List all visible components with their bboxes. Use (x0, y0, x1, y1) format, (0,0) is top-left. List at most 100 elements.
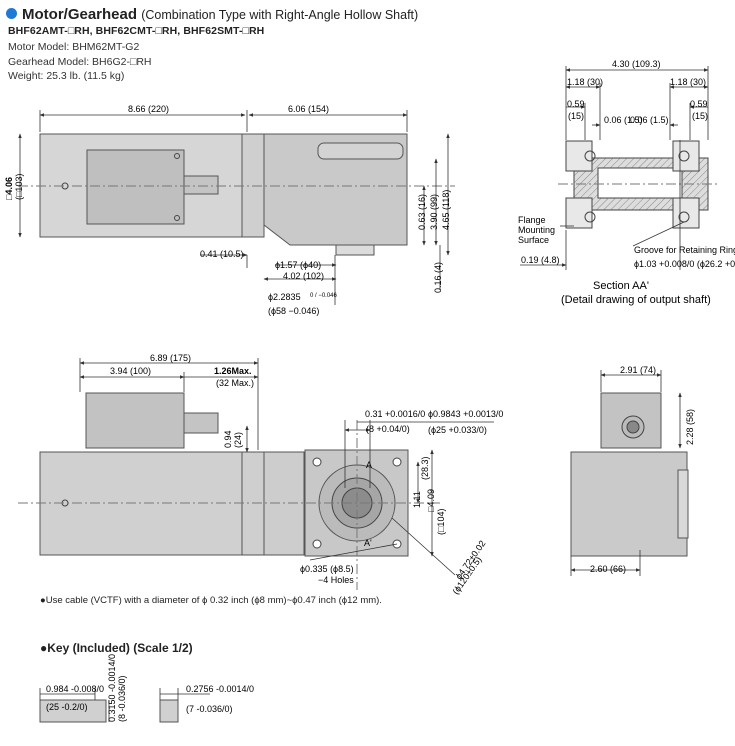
dim-390: 3.90 (99) (429, 194, 439, 230)
dim-03150-mm: (8 -0.036/0) (117, 675, 127, 722)
dim-157: ϕ1.57 (ϕ40) (275, 260, 321, 270)
terminal-box (86, 149, 185, 225)
motor-model: Motor Model: BHM62MT-G2 (8, 41, 140, 53)
mounting-hole-icon (312, 539, 322, 549)
dim-406-mm: (□103) (14, 174, 24, 200)
section-caption: Section AA' (593, 280, 649, 292)
dim-0984: 0.984 -0.008/0 (46, 684, 104, 694)
dim-059-right-mm: (15) (692, 111, 708, 121)
dim-006-right: 0.06 (1.5) (630, 115, 669, 125)
dim-041: 0.41 (10.5) (200, 249, 244, 259)
side-view (570, 392, 689, 557)
front-dimensions (79, 358, 494, 576)
dim-02756-mm: (7 -0.036/0) (186, 704, 233, 714)
gearhead-side (570, 451, 688, 557)
bearing-right-top (672, 140, 700, 172)
front-view (39, 392, 409, 557)
screw-icon (174, 215, 180, 221)
dim-059-left-mm: (15) (568, 111, 584, 121)
ball-icon (584, 211, 596, 223)
dim-409-mm: (□104) (436, 509, 446, 535)
mounting-hole-icon (392, 457, 402, 467)
flange-label: Flange (518, 215, 546, 225)
key-drawing (39, 699, 179, 723)
dim-406: □4.06 (4, 177, 14, 200)
dim-103: ϕ1.03 +0.008/0 (ϕ26.2 +0.21/0) (634, 259, 735, 269)
dim-031-mm: (8 +0.04/0) (366, 424, 410, 434)
dim-063: 0.63 (16) (417, 194, 427, 230)
dim-059-right: 0.59 (690, 99, 708, 109)
label-a-prime: A' (364, 538, 372, 548)
section-view (565, 140, 709, 229)
groove-label: Groove for Retaining Ring (634, 245, 735, 255)
dim-260: 2.60 (66) (590, 564, 626, 574)
terminal-box (85, 392, 185, 449)
dim-094: 0.94 (223, 430, 233, 448)
dim-430: 4.30 (109.3) (612, 59, 661, 69)
dim-689: 6.89 (175) (150, 353, 191, 363)
dim-291: 2.91 (74) (620, 365, 656, 375)
dim-465: 4.65 (118) (441, 190, 451, 230)
shaft-bore (597, 167, 683, 199)
dim-228: 2.28 (58) (685, 409, 695, 445)
gearhead-model: Gearhead Model: BH6G2-□RH (8, 56, 152, 68)
flange-label: Surface (518, 235, 549, 245)
dim-394: 3.94 (100) (110, 366, 151, 376)
dim-holes: −4 Holes (318, 575, 354, 585)
dim-059-left: 0.59 (567, 99, 585, 109)
dim-409: □4.09 (426, 489, 436, 512)
bearing-left-top (565, 140, 593, 172)
dim-shaft: ϕ2.2835 (268, 292, 301, 302)
dim-111: 1.11 (412, 491, 422, 508)
dim-03150: 0.3150 -0.0014/0 (107, 654, 117, 722)
side-dimensions (570, 370, 682, 576)
dim-02756: 0.2756 -0.0014/0 (186, 684, 254, 694)
screw-icon (174, 153, 180, 159)
section-caption: (Detail drawing of output shaft) (561, 294, 711, 306)
ball-icon (584, 150, 596, 162)
dim-094-mm: (24) (233, 432, 243, 448)
gland-icon (626, 420, 640, 434)
gearhead-top (317, 142, 404, 160)
section-dimensions (520, 66, 709, 270)
dim-shaft-mm: (ϕ58 −0.046) (268, 306, 319, 316)
key-dimensions (39, 688, 210, 722)
page-title: Motor/Gearhead (Combination Type with Ri… (6, 6, 418, 23)
cable-gland (183, 412, 219, 434)
dim-09843-mm: (ϕ25 +0.033/0) (428, 425, 487, 435)
model-numbers: BHF62AMT-□RH, BHF62CMT-□RH, BHF62SMT-□RH (8, 25, 265, 37)
dim-0335: ϕ0.335 (ϕ8.5) (300, 564, 354, 574)
key-title: ●Key (Included) (Scale 1/2) (40, 641, 193, 655)
key-side (39, 699, 107, 723)
dim-118-left: 1.18 (30) (567, 77, 603, 87)
dim-0984-mm: (25 -0.2/0) (46, 702, 88, 712)
dim-126-mm: (32 Max.) (216, 378, 254, 388)
gearhead-body (263, 133, 408, 246)
weight: Weight: 25.3 lb. (11.5 kg) (8, 70, 125, 82)
dim-118-right: 1.18 (30) (670, 77, 706, 87)
title-text: Motor/Gearhead (22, 6, 138, 23)
mounting-hole-icon (312, 457, 322, 467)
dim-111-mm: (28.3) (420, 456, 430, 480)
dim-031: 0.31 +0.0016/0 (365, 409, 425, 419)
dim-016: 0.16 (4) (433, 262, 443, 293)
dim-006-left: 0.06 (1.5) (604, 115, 643, 125)
dim-09843: ϕ0.9843 +0.0013/0 (428, 409, 503, 419)
cable-note: ●Use cable (VCTF) with a diameter of ϕ 0… (40, 595, 382, 606)
bearing-right-bottom (672, 197, 700, 229)
label-a: A (366, 460, 372, 470)
cable-gland (183, 175, 219, 195)
key-end (159, 699, 179, 723)
dim-402: 4.02 (102) (283, 271, 324, 281)
bearing-left-bottom (565, 197, 593, 229)
dim-126: 1.26Max. (214, 366, 252, 376)
top-view (39, 133, 408, 256)
title-subtitle: (Combination Type with Right-Angle Hollo… (141, 8, 419, 22)
top-dimensions (18, 110, 450, 305)
dim-019: 0.19 (4.8) (521, 255, 560, 265)
ball-icon (678, 150, 690, 162)
dim-shaft-tol: 0 / −0.046 (310, 293, 338, 299)
dim-606: 6.06 (154) (288, 104, 329, 114)
flange-label: Mounting (518, 225, 555, 235)
